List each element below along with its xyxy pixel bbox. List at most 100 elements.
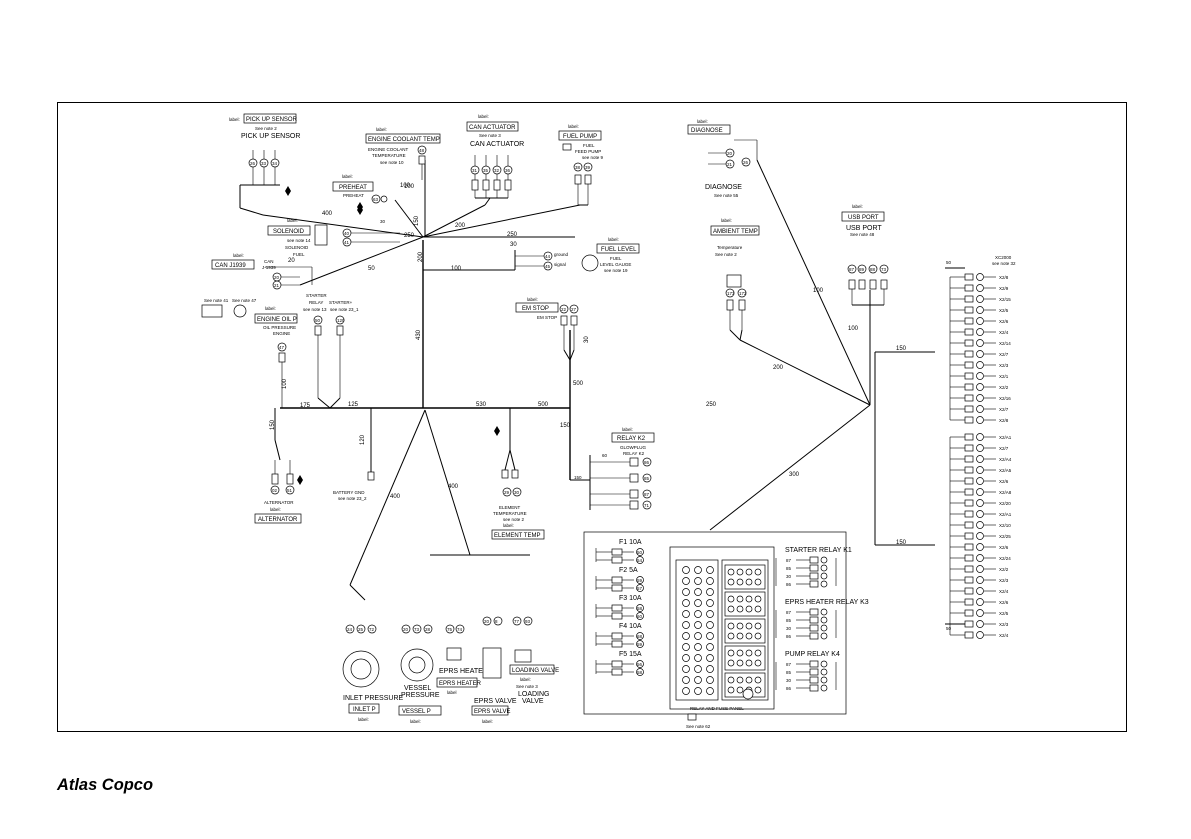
note: See note 41 [204,298,229,303]
sensor-title: VALVE [522,698,544,705]
relay-term: 87 [786,662,792,667]
main-harness [262,159,935,586]
relay-term: 87 [786,610,792,615]
pin: 28 [425,627,431,632]
wire-length: 100 [282,378,288,389]
sensor-title: STARTER+ [329,300,353,305]
relay-term: 87 [786,558,792,563]
wire-length: 250 [404,233,415,239]
connector-pin: X2/6 [999,600,1009,605]
pin: 173 [727,291,735,296]
pin: 71 [644,503,650,508]
connector-label: 50 [946,626,952,631]
connector-pin: X2/3 [999,578,1009,583]
pin: 20 [727,151,733,156]
fuse-pin: 50 [637,550,643,555]
pin: 93 [525,619,531,624]
sensor-tag: RELAY K2 [617,436,646,442]
sensor-tag: ALTERNATOR [258,517,298,523]
wire-length: 250 [507,232,518,238]
pin: 63 [373,197,379,202]
pin: 33 [261,161,267,166]
relay-term: 30 [786,574,792,579]
pin: 74 [457,627,463,632]
alternator: 02 51 ALTERNATOR label: ALTERNATOR [254,408,303,524]
can-actuator: label: CAN ACTUATOR See note 3 CAN ACTUA… [466,114,524,206]
pin: 172 [739,291,747,296]
sensor-note: see note 13 [303,307,327,312]
fuse-pin: 54 [637,558,643,563]
pin: 36 [505,168,511,173]
wire-length: 530 [476,402,487,408]
pin-label: ground [554,252,569,257]
sensor-title: SOLENOID [285,245,309,250]
wire-length: 30 [380,219,386,224]
pin: 87 [644,492,650,497]
sensor-title: CAN ACTUATOR [470,141,524,148]
fuse-pin: 56 [637,662,643,667]
pin: 26 [743,160,749,165]
pin: 29 [504,490,510,495]
pin: 40 [344,231,350,236]
label-word: label: [527,297,538,302]
sensor-tag: LOADING VALVE [512,668,559,674]
panel-note: See note 62 [686,724,711,729]
label-word: label: [852,204,863,209]
label-word: label: [622,427,633,432]
logo-text: Atlas Copco [56,775,153,794]
fuse-label: F2 5A [619,567,638,574]
engine-coolant-sensor: label: ENGINE COOLANT TEMP ENGINE COOLAN… [365,127,441,189]
connector-pin: X2/4 [999,330,1009,335]
relay-label: STARTER RELAY K1 [785,547,852,554]
sensor-tag: DIAGNOSE [691,128,723,134]
connector-pin: X2/8 [999,275,1009,280]
pin: 75 [447,627,453,632]
connector-pin: X2/10 [999,523,1011,528]
sensor-note: See note 2 [715,252,737,257]
connector-name: XC2000 [995,255,1012,260]
connector-upper-pins: X2/8X2/9X2/15X2/5X2/6X2/4X2/14X2/7X2/3X2… [949,273,1011,424]
label-word: label: [233,253,244,258]
sensor-title: ELEMENT [499,505,521,510]
wire-length: 400 [448,484,459,490]
sensor-tag: ENGINE OIL P [257,317,297,323]
wire-length: 500 [573,381,584,387]
pin: 20 [484,619,490,624]
wire-length: 150 [560,423,571,429]
connector-pin: X2/3 [999,622,1009,627]
pin: 39 [585,165,591,170]
sensor-tag: FUEL PUMP [563,134,597,140]
relay-term: 85 [786,618,792,623]
wire-length: 400 [322,211,333,217]
sensor-note: See note 48 [850,232,875,237]
sensor-title: PRESSURE [401,692,440,699]
sensor-title: CAN [264,259,274,264]
connector-pin: X2/16 [999,396,1011,401]
connector-pin: X2/5 [999,611,1009,616]
pin: 41 [344,240,350,245]
sensor-tag: ELEMENT TEMP [494,533,540,539]
pin: 45 [545,264,551,269]
inlet-pressure: 24 25 72 INLET PRESSURE INLET P label: [342,584,403,722]
connector-pin: X2/A4 [999,457,1012,462]
wire-length: 20 [288,258,295,264]
pin: 30 [514,490,520,495]
sensor-note: see note 2 [503,517,525,522]
sensor-title: EPRS HEATER [439,668,488,675]
sensor-title: J-1939 [262,265,276,270]
sensor-title: Temperature [717,245,743,250]
wire-length-labels: 400 100 150 250 200 250 30 100 20 200 50… [270,184,907,546]
wire-length: 60 [602,453,608,458]
connector-pin: X2/7 [999,407,1009,412]
eprs-heater: 75 74 EPRS HEATER EPRS HEATER label [436,624,488,695]
wire-length: 150 [270,419,276,430]
sensor-title: RELAY K2 [623,451,645,456]
pin-label: signal [554,262,566,267]
pin: 87 [849,267,855,272]
sensor-title: GLOWPLUG [620,445,647,450]
pin: 21 [727,162,733,167]
wire-length: 30 [584,336,590,343]
connector-pin: X2/20 [999,501,1011,506]
sensor-title: EPRS VALVE [474,698,517,705]
